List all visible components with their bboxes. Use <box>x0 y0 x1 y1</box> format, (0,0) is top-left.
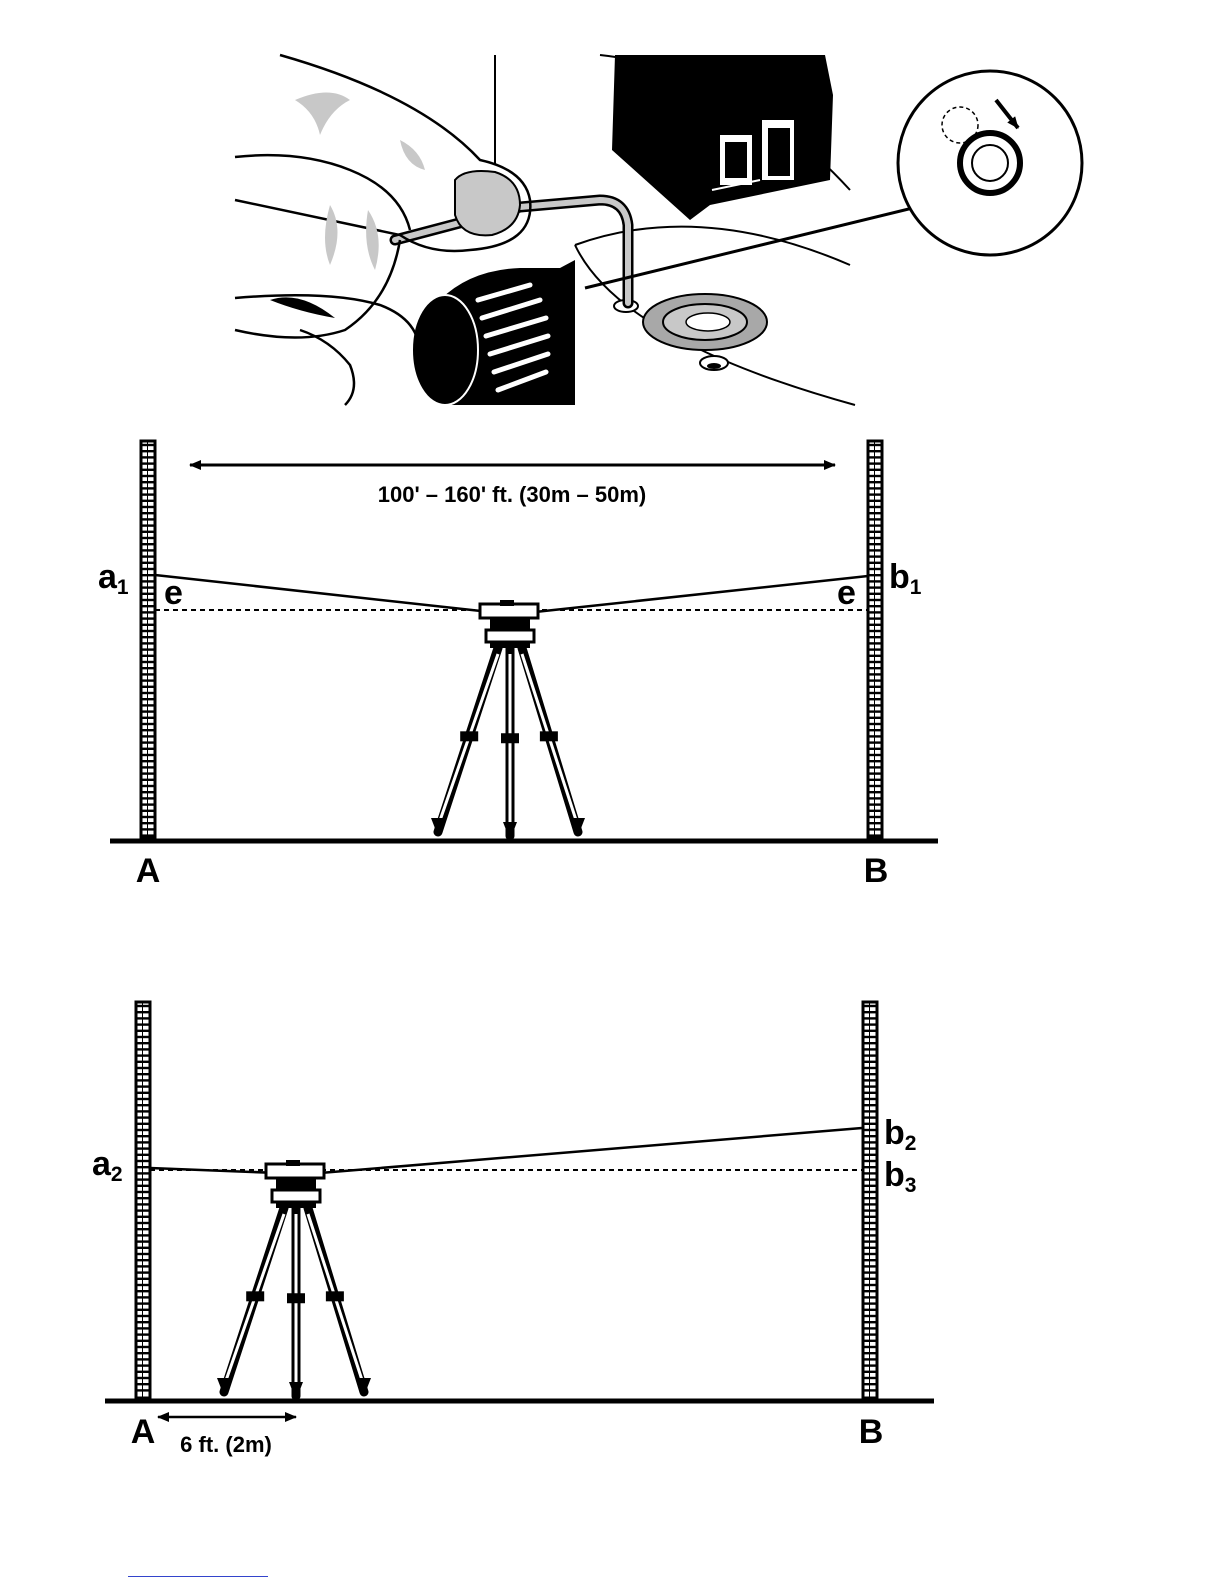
hand-shading <box>295 93 425 271</box>
sight-line-left <box>155 575 490 612</box>
hand-shadow <box>270 297 335 318</box>
point-b-label: B <box>864 852 889 890</box>
two-peg-test-figure-1: 100' – 160' ft. (30m – 50m) a1 e e b1 A … <box>98 441 938 890</box>
tripod-with-level <box>431 600 585 840</box>
level-base <box>490 618 530 630</box>
staff-a <box>136 1002 150 1398</box>
tripod-foot <box>503 822 517 840</box>
sight-line-right <box>535 576 868 612</box>
staff-b <box>868 441 882 838</box>
fingernail <box>455 171 520 235</box>
tripod-foot <box>289 1382 303 1400</box>
circular-level <box>643 294 767 370</box>
error-label-left: e <box>164 574 183 612</box>
focus-knob <box>412 260 575 405</box>
hex-key-adjustment-illustration <box>235 55 1082 405</box>
staff-b3-reading-label: b3 <box>884 1156 916 1197</box>
point-b-label: B <box>859 1413 884 1451</box>
leg-clamp <box>287 1293 305 1303</box>
tribrach <box>272 1190 320 1202</box>
tripod-with-level <box>217 1160 371 1400</box>
sight-line-right <box>320 1128 862 1173</box>
footer-link-underline[interactable] <box>128 1576 268 1577</box>
leg-clamp <box>246 1291 264 1301</box>
tribrach <box>486 630 534 642</box>
two-peg-test-figure-2: 6 ft. (2m) a2 b2 b3 A B <box>92 1002 934 1457</box>
callout-detail-circle <box>898 71 1082 255</box>
leg-clamp <box>460 731 478 741</box>
point-a-label: A <box>136 852 161 890</box>
point-a-label: A <box>131 1413 156 1451</box>
level-base <box>276 1178 316 1190</box>
staff-b-reading-label: b1 <box>889 558 922 599</box>
staff-b <box>863 1002 877 1398</box>
staff-a <box>141 441 155 838</box>
staff-b2-reading-label: b2 <box>884 1114 916 1155</box>
leg-clamp <box>501 733 519 743</box>
level-sight <box>500 600 514 606</box>
leg-clamp <box>326 1291 344 1301</box>
leg-clamp <box>540 731 558 741</box>
distance-label: 100' – 160' ft. (30m – 50m) <box>378 482 647 507</box>
distance-label: 6 ft. (2m) <box>180 1432 272 1457</box>
callout-leader <box>585 205 925 288</box>
level-telescope <box>480 604 538 618</box>
staff-a-reading-label: a1 <box>98 558 129 599</box>
level-sight <box>286 1160 300 1166</box>
telescope-housing <box>612 55 833 220</box>
staff-a-reading-label: a2 <box>92 1145 123 1186</box>
level-telescope <box>266 1164 324 1178</box>
error-label-right: e <box>837 574 856 612</box>
